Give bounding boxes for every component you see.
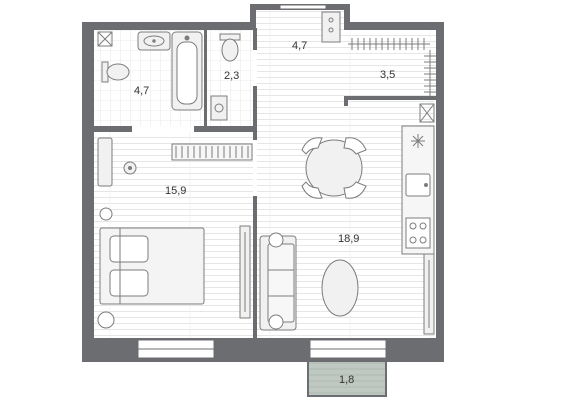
hanger-rail-icon — [171, 143, 253, 161]
ventilation-shaft-icon — [419, 103, 435, 123]
toilet-icon — [101, 61, 130, 83]
ventilation-shaft-icon — [411, 134, 425, 148]
plant-icon — [123, 161, 137, 175]
tv-unit — [423, 253, 435, 335]
room-area-hall: 4,7 — [292, 40, 308, 52]
floor-wardrobe — [344, 30, 436, 98]
double-bed-icon — [97, 207, 205, 329]
kitchen-sink-icon — [405, 173, 431, 197]
door-openings — [132, 50, 257, 196]
sofa-icon — [259, 232, 297, 331]
oval-rug-icon — [321, 259, 359, 317]
hanger-rail-icon — [348, 38, 436, 96]
sink-icon — [137, 31, 171, 51]
tv-stand — [239, 225, 251, 319]
room-area-bathroom: 4,7 — [134, 85, 150, 97]
bathtub-icon — [171, 31, 203, 111]
room-area-bedroom: 15,9 — [165, 185, 187, 197]
chair-icon — [301, 137, 367, 199]
ventilation-shaft-icon — [97, 31, 113, 47]
room-area-toilet: 2,3 — [224, 70, 240, 82]
entrance-door — [321, 11, 341, 43]
stove-icon — [405, 217, 431, 249]
room-area-kitchen-living: 18,9 — [338, 233, 360, 245]
toilet-icon — [219, 33, 241, 62]
windows — [137, 4, 387, 359]
dresser — [97, 137, 113, 187]
round-table-icon — [305, 139, 363, 197]
room-area-balcony: 1,8 — [339, 374, 355, 386]
washing-machine-icon — [210, 95, 228, 121]
room-area-wardrobe: 3,5 — [380, 69, 396, 81]
